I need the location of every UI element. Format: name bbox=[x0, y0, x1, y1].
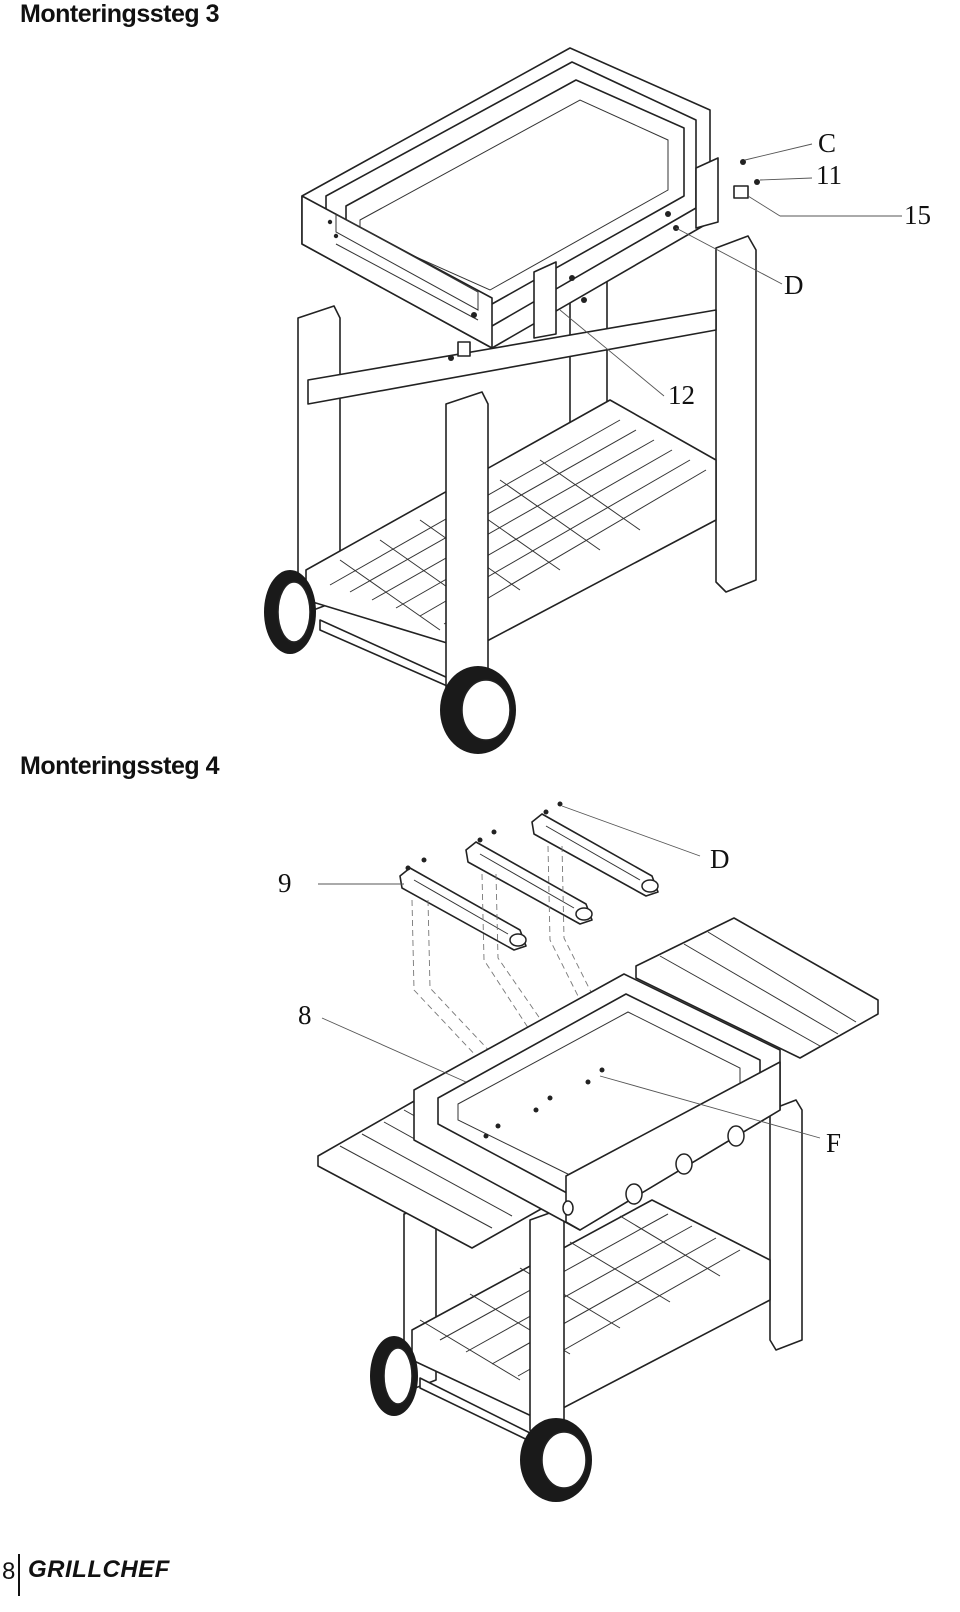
page-number: 8 bbox=[2, 1558, 16, 1585]
callout-12: 12 bbox=[668, 380, 695, 410]
callout-f: F bbox=[826, 1128, 841, 1158]
step-3-drawing bbox=[264, 47, 902, 754]
callout-9: 9 bbox=[278, 868, 292, 898]
step-4-drawing bbox=[317, 801, 879, 1502]
footer-divider bbox=[18, 1554, 20, 1596]
callout-d-step4: D bbox=[710, 844, 730, 874]
callout-c: C bbox=[818, 128, 836, 158]
callout-11: 11 bbox=[816, 160, 842, 190]
callout-d: D bbox=[784, 270, 804, 300]
step-3-title: Monteringssteg 3 bbox=[20, 0, 219, 28]
callout-15: 15 bbox=[904, 200, 931, 230]
brand-logo: GRILLCHEF bbox=[28, 1556, 170, 1583]
step-4-title: Monteringssteg 4 bbox=[20, 752, 219, 780]
callout-8: 8 bbox=[298, 1000, 312, 1030]
page-footer: 8 GRILLCHEF bbox=[0, 1552, 300, 1602]
